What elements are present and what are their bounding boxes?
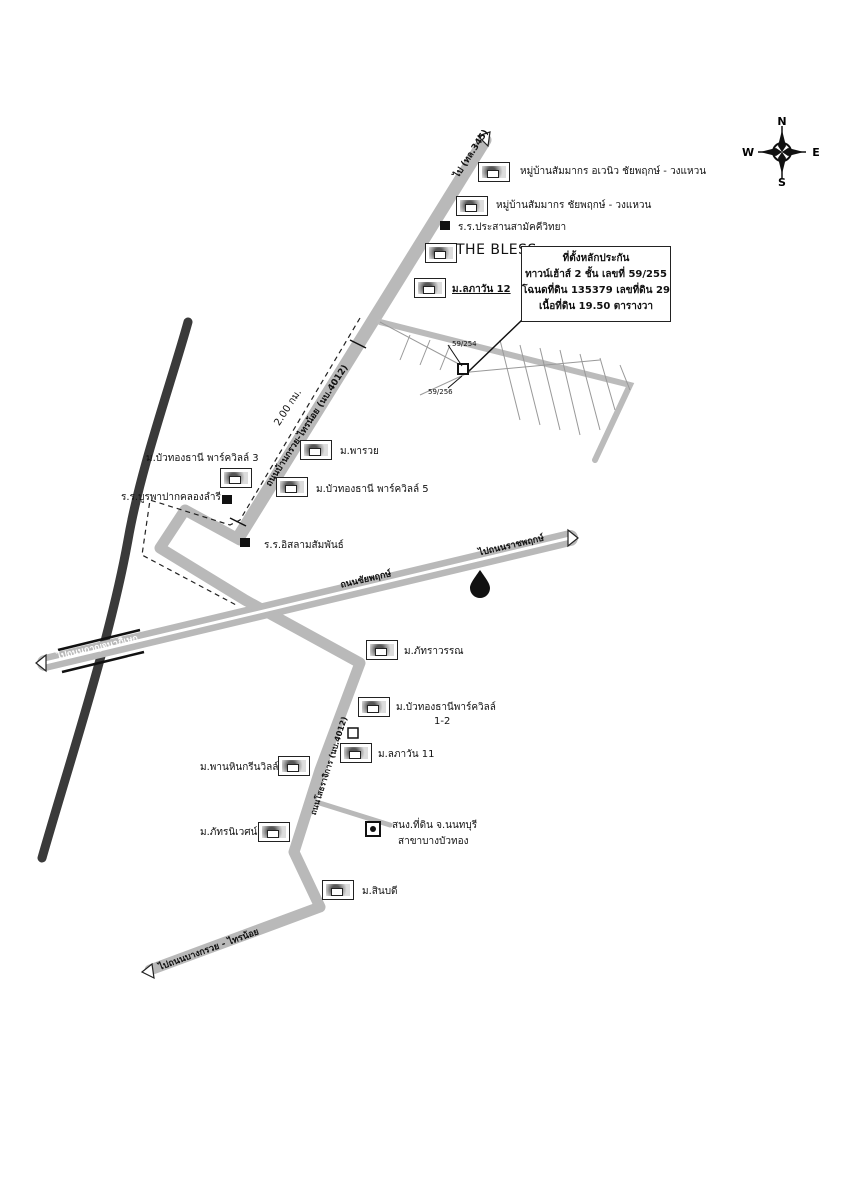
- compass-n: N: [777, 116, 786, 128]
- village-icon: [340, 743, 372, 763]
- place-label: ม.ลภาวัน 12: [452, 284, 511, 295]
- village-icon: [425, 243, 457, 263]
- canal-line: [37, 317, 193, 863]
- place-label: ม.บัวทองธานี พาร์ควิลล์ 5: [316, 484, 429, 495]
- place-label: ม.บัวทองธานีพาร์ควิลล์: [396, 702, 496, 713]
- soi-lane: [379, 321, 471, 371]
- village-icon: [478, 162, 510, 182]
- callout-line: เนื้อที่ดิน 19.50 ตารางวา: [539, 301, 653, 312]
- compass-e: E: [812, 146, 820, 159]
- place-label-bless: THE BLESS: [456, 242, 537, 258]
- callout-line: โฉนดที่ดิน 135379 เลขที่ดิน 29: [522, 285, 670, 296]
- village-icon: [366, 640, 398, 660]
- place-label: สนง.ที่ดิน จ.นนทบุรี: [392, 820, 478, 831]
- bridge-mark: [61, 650, 145, 674]
- place-label: ม.พานหินกรีนวิลล์: [200, 762, 279, 773]
- arrow-ratchaphruek: [567, 528, 579, 548]
- place-label: ร.ร.อิสลามสัมพันธ์: [264, 540, 344, 551]
- road-land-office: [307, 797, 393, 828]
- plot-label: 59/256: [428, 388, 453, 396]
- property-callout: ที่ตั้งหลักประกัน ทาวน์เฮ้าส์ 2 ชั้น เลข…: [521, 246, 671, 322]
- soi-lane: [439, 344, 451, 371]
- callout-leader: [467, 319, 523, 373]
- place-label: ร.ร.บูรพาปากคลองลำรี: [121, 492, 221, 503]
- place-label: หมู่บ้านสัมมากร ชัยพฤกษ์ - วงแหวน: [496, 200, 652, 211]
- place-label: ร.ร.ประสานสามัคคีวิทยา: [458, 222, 567, 233]
- compass-s: S: [778, 176, 786, 186]
- gas-station-icon: [470, 570, 490, 598]
- arrow-bangkruai: [140, 962, 155, 980]
- place-label: หมู่บ้านสัมมากร อเวนิว ชัยพฤกษ์ - วงแหวน: [520, 166, 707, 177]
- plot-leader: [447, 375, 463, 389]
- village-icon: [300, 440, 332, 460]
- village-icon: [322, 880, 354, 900]
- soi-lane: [539, 347, 561, 431]
- soi-lane: [599, 357, 616, 411]
- compass-rose-icon: N S W E: [742, 116, 820, 186]
- callout-title: ที่ตั้งหลักประกัน: [562, 253, 630, 264]
- property-marker: [457, 363, 469, 375]
- soi-lane: [419, 359, 601, 396]
- village-icon: [278, 756, 310, 776]
- soi-lane: [499, 339, 521, 421]
- soi-lane: [419, 339, 431, 366]
- compass-w: W: [742, 146, 754, 159]
- school-icon: [240, 538, 250, 547]
- soi-lane: [559, 349, 581, 436]
- place-label: ม.ลภาวัน 11: [378, 749, 435, 760]
- soi-lane: [519, 344, 541, 426]
- distance-tick: [349, 339, 367, 349]
- soi-main: [377, 319, 635, 463]
- distance-route: [141, 317, 361, 607]
- village-icon: [456, 196, 488, 216]
- callout-line: ทาวน์เฮ้าส์ 2 ชั้น เลขที่ 59/255: [525, 269, 667, 280]
- road-sothara: [144, 504, 366, 976]
- place-label: สาขาบางบัวทอง: [398, 836, 469, 847]
- distance-tick: [229, 517, 247, 527]
- land-office-dot: [370, 826, 376, 832]
- store-icon: [347, 727, 359, 739]
- village-icon: [258, 822, 290, 842]
- arrow-kanchanaphisek: [35, 653, 47, 673]
- place-label: 1-2: [434, 716, 451, 727]
- place-label: ม.ภัทรนิเวศน์: [200, 827, 258, 838]
- village-icon: [220, 468, 252, 488]
- soi-lane: [579, 353, 601, 431]
- place-label: ม.บัวทองธานี พาร์ควิลล์ 3: [146, 453, 259, 464]
- school-icon: [222, 495, 232, 504]
- soi-lane: [619, 364, 631, 391]
- plot-leader: [447, 344, 463, 367]
- village-icon: [276, 477, 308, 497]
- place-label: ม.พารวย: [340, 446, 379, 457]
- road-chaiyaphruek-center: [44, 536, 571, 665]
- plot-label: 59/254: [452, 340, 477, 348]
- village-icon: [414, 278, 446, 298]
- road-bankruai-north: [233, 133, 492, 542]
- bridge-mark: [57, 628, 141, 652]
- arrow-345: [476, 131, 491, 148]
- place-label: ม.สินบดี: [362, 886, 398, 897]
- school-icon: [440, 221, 450, 230]
- village-icon: [358, 697, 390, 717]
- soi-lane: [399, 334, 411, 361]
- place-label: ม.ภัทราวรรณ: [404, 646, 464, 657]
